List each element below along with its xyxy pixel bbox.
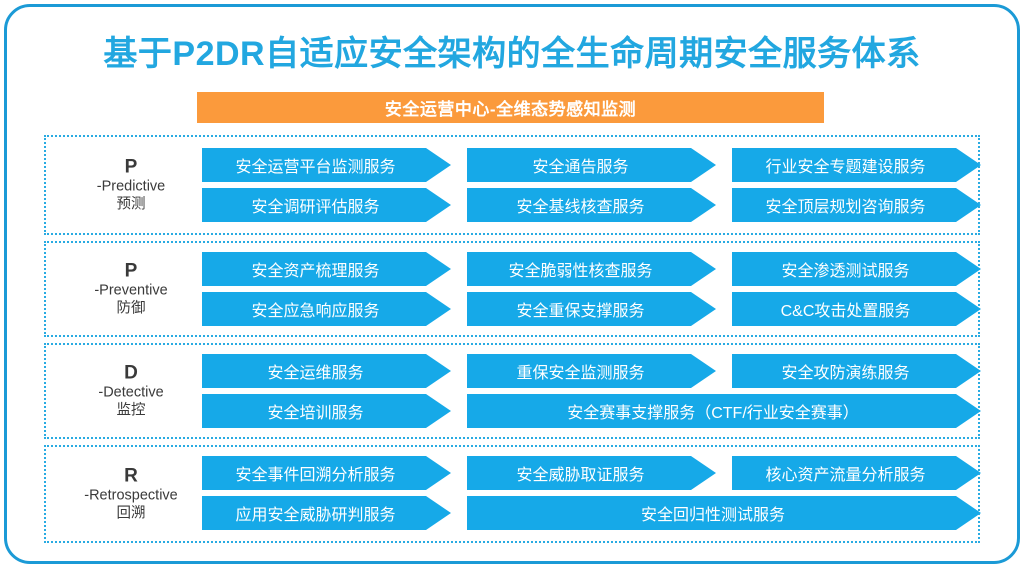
- service-arrow[interactable]: 安全赛事支撑服务（CTF/行业安全赛事）: [467, 394, 981, 428]
- service-arrow[interactable]: 安全运营平台监测服务: [202, 148, 451, 182]
- service-arrow[interactable]: 安全资产梳理服务: [202, 252, 451, 286]
- service-arrow[interactable]: 安全调研评估服务: [202, 188, 451, 222]
- row-letter: R: [124, 465, 138, 487]
- service-arrow[interactable]: 应用安全威胁研判服务: [202, 496, 451, 530]
- service-arrow[interactable]: 行业安全专题建设服务: [732, 148, 981, 182]
- service-arrow[interactable]: 安全威胁取证服务: [467, 456, 716, 490]
- service-arrow[interactable]: 安全应急响应服务: [202, 292, 451, 326]
- row-letter: P: [124, 260, 138, 282]
- security-operations-center-banner: 安全运营中心-全维态势感知监测: [197, 92, 824, 123]
- service-arrow[interactable]: 重保安全监测服务: [467, 354, 716, 388]
- service-arrow[interactable]: 安全事件回溯分析服务: [202, 456, 451, 490]
- row-letter: D: [124, 362, 138, 384]
- service-arrow[interactable]: 安全渗透测试服务: [732, 252, 981, 286]
- row-chinese-name: 防御: [116, 300, 146, 317]
- service-arrow[interactable]: 安全顶层规划咨询服务: [732, 188, 981, 222]
- row-chinese-name: 监控: [116, 402, 146, 419]
- row-letter: P: [124, 156, 138, 178]
- service-arrow[interactable]: 安全培训服务: [202, 394, 451, 428]
- row-english-name: -Preventive: [94, 282, 168, 299]
- service-arrow[interactable]: 安全运维服务: [202, 354, 451, 388]
- service-arrow[interactable]: 安全回归性测试服务: [467, 496, 981, 530]
- row-english-name: -Detective: [98, 384, 164, 401]
- row-chinese-name: 预测: [116, 196, 146, 213]
- service-arrow[interactable]: C&C攻击处置服务: [732, 292, 981, 326]
- service-arrow[interactable]: 安全脆弱性核查服务: [467, 252, 716, 286]
- service-arrow[interactable]: 安全通告服务: [467, 148, 716, 182]
- service-arrow[interactable]: 安全重保支撑服务: [467, 292, 716, 326]
- service-arrow[interactable]: 安全基线核查服务: [467, 188, 716, 222]
- row-english-name: -Predictive: [96, 178, 166, 195]
- page-title: 基于P2DR自适应安全架构的全生命周期安全服务体系: [103, 35, 921, 73]
- row-english-name: -Retrospective: [84, 487, 178, 504]
- service-arrow[interactable]: 安全攻防演练服务: [732, 354, 981, 388]
- service-arrow[interactable]: 核心资产流量分析服务: [732, 456, 981, 490]
- row-chinese-name: 回溯: [116, 505, 146, 522]
